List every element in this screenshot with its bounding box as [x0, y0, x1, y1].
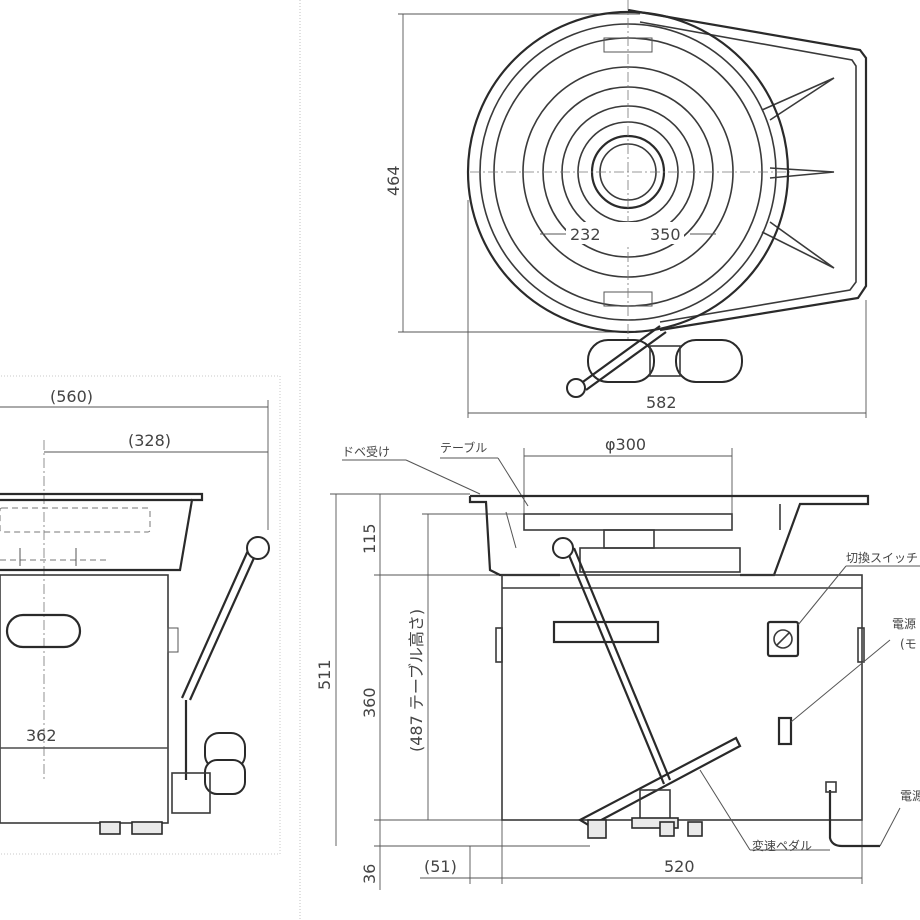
top-view: 464 232 350: [384, 0, 868, 418]
dim-body-width: 520: [664, 857, 695, 876]
handle-slot: [5, 613, 82, 649]
front-lever-knob: [552, 537, 574, 559]
side-view: (560) (328) 362: [0, 375, 281, 855]
selector-switch: [766, 620, 800, 658]
dim-foot-height: 36: [360, 864, 379, 884]
dim-bowl-height: 115: [360, 523, 379, 554]
label-drip-tray: ドベ受け: [342, 445, 390, 459]
dim-table-height: (487 テーブル高さ): [407, 609, 426, 752]
dim-overall-label: (560): [50, 387, 93, 406]
dim-base-label: 362: [26, 726, 57, 745]
dim-depth-label: 464: [384, 165, 403, 196]
label-selector-switch: 切換スイッチ: [846, 551, 918, 565]
dim-outer-label: 350: [650, 225, 681, 244]
dim-table-diameter: φ300: [605, 435, 646, 454]
lever-knob: [246, 536, 270, 560]
dim-body-height: 360: [360, 687, 379, 718]
dim-width-label: 582: [646, 393, 677, 412]
label-speed-pedal: 変速ペダル: [752, 838, 812, 853]
front-view: ドベ受け テーブル φ300 115 511 360 (487 テーブル高さ) …: [315, 435, 920, 890]
dim-total-height: 511: [315, 659, 334, 690]
top-lever-knob: [566, 378, 586, 398]
label-motor: (モ: [900, 637, 917, 651]
label-table: テーブル: [440, 440, 487, 455]
dim-side-offset: (51): [424, 857, 457, 876]
power-lamp: [777, 716, 793, 746]
label-power: 電源: [892, 617, 916, 631]
label-power-cord: 電源: [900, 789, 920, 803]
dim-inner-label: 232: [570, 225, 601, 244]
dim-offset-label: (328): [128, 431, 171, 450]
